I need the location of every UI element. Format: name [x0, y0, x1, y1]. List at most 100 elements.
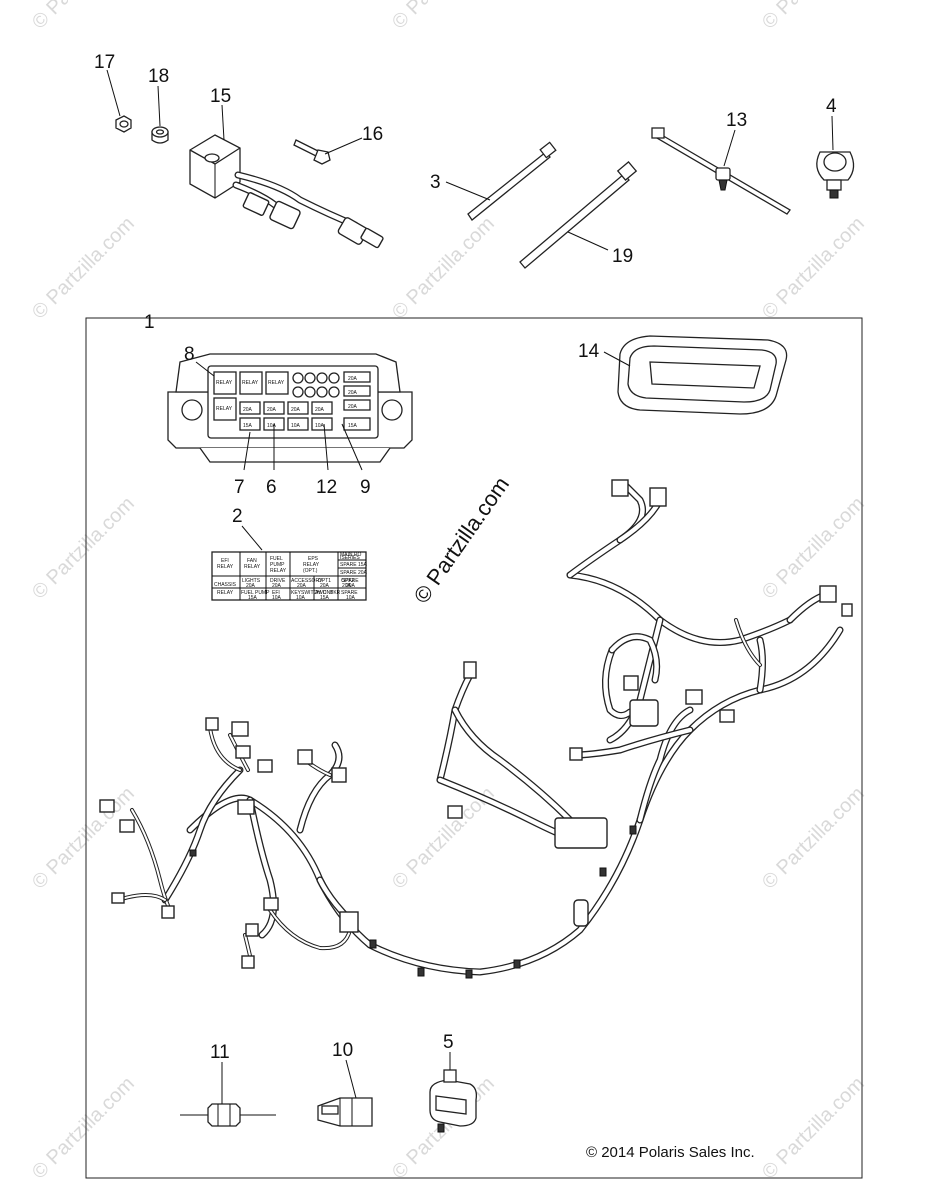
fuse-text-9: 15A	[348, 423, 358, 429]
decal-r1-11: ISERIES	[340, 555, 360, 561]
part-10-connector[interactable]	[317, 1097, 373, 1127]
relay-text-3: RELAY	[268, 380, 285, 386]
callout-12: 12	[316, 477, 337, 498]
part-2-fuse-decal[interactable]: EFI RELAY FAN RELAY FUEL PUMP RELAY EPS …	[211, 551, 368, 601]
part-5-connector[interactable]	[429, 1069, 478, 1133]
decal-r2-0: CHASSIS	[214, 582, 237, 588]
decal-r1-12: SPARE 15A	[340, 562, 368, 568]
harness-connector	[231, 721, 249, 737]
callout-1: 1	[144, 312, 155, 333]
callout-10: 10	[332, 1040, 353, 1061]
fuse-box-fuses: 20A 20A 20A 20A 15A 10A 10A 10A 15A 20A …	[239, 371, 371, 431]
callout-7: 7	[234, 477, 245, 498]
fuse-text-1: 20A	[243, 407, 253, 413]
decal-r2-13: 20A	[346, 583, 356, 589]
callout-2: 2	[232, 506, 243, 527]
decal-r3-3: 10A	[272, 595, 282, 601]
decal-r2-1: RELAY	[217, 590, 234, 596]
main-wiring-harness[interactable]	[99, 479, 853, 979]
decal-r3-7: CNT	[323, 590, 333, 596]
decal-r2-6: ACCESSORY	[291, 578, 323, 584]
callout-8: 8	[184, 344, 195, 365]
decal-r1-4: FUEL	[270, 556, 283, 562]
part-3-cable-tie[interactable]	[467, 141, 557, 221]
fuse-text-11: 20A	[348, 390, 358, 396]
harness-connector	[611, 479, 629, 497]
callout-3: 3	[430, 172, 441, 193]
fuse-text-6: 10A	[267, 423, 277, 429]
decal-r2-11: 20A	[342, 583, 352, 589]
part-8-fuse-box[interactable]: RELAY RELAY RELAY RELAY 20A 20A 20A	[167, 353, 413, 463]
decal-r2-3: 20A	[246, 583, 256, 589]
callout-14: 14	[578, 341, 600, 362]
callout-9: 9	[360, 477, 371, 498]
decal-r3-9: 15A	[320, 595, 330, 601]
harness-connector	[263, 897, 279, 911]
harness-connector	[205, 717, 219, 731]
decal-r3-11: 10A	[346, 595, 356, 601]
watermark-12: © Partzilla.com	[28, 1073, 139, 1184]
harness-connector	[119, 819, 135, 833]
decal-r2-9: 20A	[320, 583, 330, 589]
decal-r3-10: SPARE	[341, 590, 358, 596]
harness-connector	[629, 699, 659, 727]
harness-connector	[257, 759, 273, 773]
harness-connector	[297, 749, 313, 765]
decal-r3-0: FUEL PUMP	[241, 590, 270, 596]
callout-18: 18	[148, 66, 169, 87]
fuse-text-4: 20A	[315, 407, 325, 413]
part-14-fuse-box-cover[interactable]	[617, 335, 788, 415]
decal-r3-6: AWD	[315, 590, 327, 596]
part-11-inline-fuse[interactable]	[180, 1103, 276, 1127]
fuse-text-10: 20A	[348, 376, 358, 382]
fuse-text-7: 10A	[291, 423, 301, 429]
harness-connector	[819, 585, 837, 603]
watermark-11: © Partzilla.com	[758, 783, 869, 894]
partzilla-brand-mark: © Partzilla.com	[409, 472, 515, 608]
part-16-bolt[interactable]	[293, 139, 331, 165]
watermark-1: © Partzilla.com	[28, 0, 139, 34]
harness-connector	[623, 675, 639, 691]
callout-13: 13	[726, 110, 747, 131]
watermark-3: © Partzilla.com	[758, 0, 869, 34]
harness-junction-block	[554, 817, 608, 849]
harness-connector	[241, 955, 255, 969]
harness-connector	[463, 661, 477, 679]
decal-r3-8: BKR	[330, 590, 341, 596]
decal-r3-4: KEYSWITCH	[291, 590, 321, 596]
part-15-relay-module[interactable]	[189, 134, 384, 249]
decal-r2-4: DRIVE	[270, 578, 286, 584]
harness-connector	[245, 923, 259, 937]
copyright-notice: © 2014 Polaris Sales Inc.	[586, 1144, 755, 1161]
decal-r3-5: 10A	[296, 595, 306, 601]
callout-4: 4	[826, 96, 837, 117]
watermarks: © Partzilla.com © Partzilla.com © Partzi…	[28, 0, 869, 1184]
decal-r1-0: EFI	[221, 558, 229, 564]
decal-r2-5: 20A	[272, 583, 282, 589]
relay-text-4: RELAY	[216, 406, 233, 412]
part-19-cable-tie[interactable]	[519, 160, 638, 269]
harness-connector	[99, 799, 115, 813]
harness-connector	[569, 747, 583, 761]
decal-r1-10: MAIN RO	[340, 552, 362, 558]
callout-15: 15	[210, 86, 231, 107]
part-17-nut[interactable]	[115, 115, 132, 133]
watermark-9: © Partzilla.com	[28, 783, 139, 894]
decal-r1-8: RELAY	[303, 562, 320, 568]
harness-connector	[237, 799, 255, 815]
callout-17: 17	[94, 52, 115, 73]
decal-r2-10: OPT2	[341, 578, 354, 584]
watermark-4: © Partzilla.com	[28, 213, 139, 324]
callout-19: 19	[612, 246, 633, 267]
part-18-bushing[interactable]	[151, 126, 169, 144]
harness-connector	[331, 767, 347, 783]
decal-r2-2: LIGHTS	[242, 578, 261, 584]
fuse-text-5: 15A	[243, 423, 253, 429]
decal-r2-12: SPARE	[342, 578, 359, 584]
harness-connector	[649, 487, 667, 507]
fuse-text-12: 20A	[348, 404, 358, 410]
part-13-cable-tie-clip[interactable]	[651, 127, 791, 215]
harness-connector	[111, 892, 125, 904]
part-4-clip[interactable]	[816, 151, 855, 199]
